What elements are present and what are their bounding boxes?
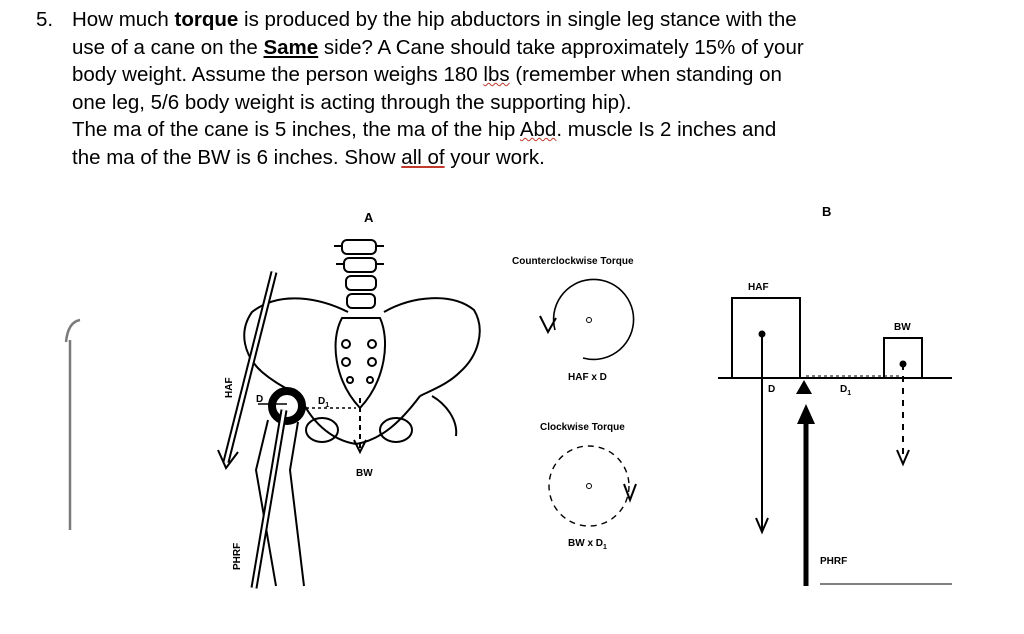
question-line-2: use of a cane on the Same side? A Cane s… bbox=[72, 35, 804, 59]
ccw-formula: HAF x D bbox=[568, 372, 607, 383]
question-number: 5. bbox=[36, 8, 54, 31]
abd-spellcheck: Abd bbox=[519, 118, 557, 141]
d-label-left: D bbox=[256, 394, 263, 405]
d-label-right: D bbox=[768, 384, 775, 395]
fulcrum-triangle bbox=[796, 380, 812, 394]
bw-force-arrow-left bbox=[353, 398, 367, 455]
haf-label-right: HAF bbox=[748, 282, 769, 293]
ccw-torque-circle bbox=[539, 278, 635, 361]
figure-label-b: B bbox=[822, 204, 831, 219]
question-text: How much torque is produced by the hip a… bbox=[72, 6, 992, 171]
haf-block bbox=[731, 297, 801, 379]
question-line-6: the ma of the BW is 6 inches. Show all o… bbox=[72, 145, 545, 169]
question-line-5: The ma of the cane is 5 inches, the ma o… bbox=[72, 118, 777, 141]
bw-block bbox=[883, 337, 923, 379]
figure-label-a: A bbox=[364, 210, 374, 225]
bw-label-left: BW bbox=[356, 468, 373, 479]
phrf-label-left: PHRF bbox=[232, 543, 243, 570]
question-line-3: body weight. Assume the person weighs 18… bbox=[72, 63, 782, 86]
haf-label-left: HAF bbox=[224, 377, 235, 398]
same-emphasis: Same bbox=[263, 35, 319, 59]
cw-torque-circle bbox=[548, 445, 637, 527]
question-line-4: one leg, 5/6 body weight is acting throu… bbox=[72, 90, 632, 114]
cw-torque-title: Clockwise Torque bbox=[540, 422, 625, 433]
question-line-1: How much torque is produced by the hip a… bbox=[72, 8, 797, 31]
d1-label-left: D1 bbox=[318, 396, 329, 409]
cane-drawing bbox=[64, 318, 81, 530]
femur-drawing bbox=[254, 387, 306, 587]
phrf-force-arrow bbox=[250, 409, 288, 589]
haf-force-arrow bbox=[217, 271, 278, 470]
phrf-label-right: PHRF bbox=[820, 556, 847, 567]
cw-formula: BW x D1 bbox=[568, 538, 607, 551]
bw-label-right: BW bbox=[894, 322, 911, 333]
torque-emphasis: torque bbox=[174, 8, 239, 31]
all-of-emphasis: all of bbox=[401, 145, 445, 169]
lbs-spellcheck: lbs bbox=[483, 63, 510, 86]
ccw-torque-title: Counterclockwise Torque bbox=[512, 256, 634, 267]
d1-label-right: D1 bbox=[840, 384, 851, 397]
